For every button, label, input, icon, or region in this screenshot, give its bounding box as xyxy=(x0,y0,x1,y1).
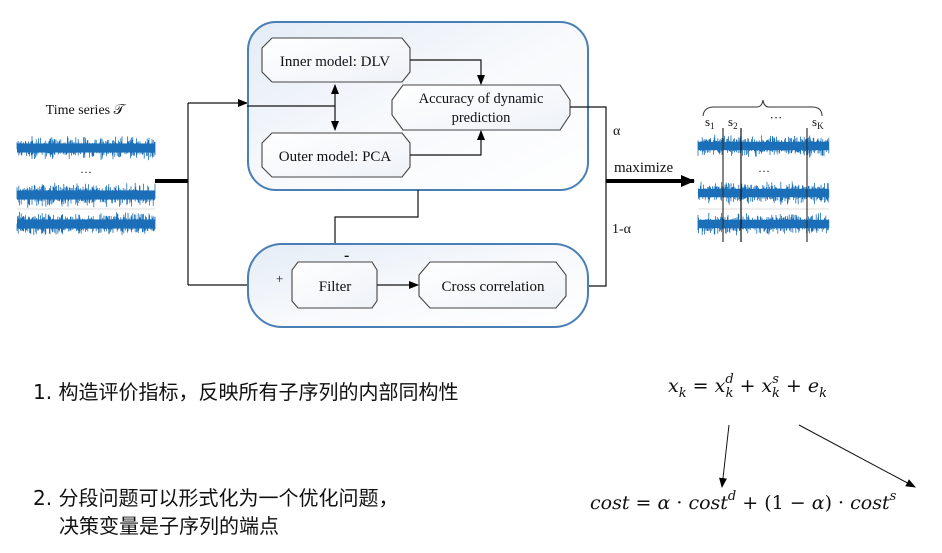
input-signals xyxy=(16,136,156,236)
maximize-label: maximize xyxy=(614,160,673,176)
outer-model-label: Outer model: PCA xyxy=(279,149,392,165)
note-item-2-line1: 2. 分段问题可以形式化为一个优化问题， xyxy=(33,486,398,510)
inner-model-label: Inner model: DLV xyxy=(280,54,390,70)
input-signal-2-core xyxy=(17,190,155,200)
upper-to-filter-arrow xyxy=(331,190,419,258)
output-signal-2-core xyxy=(698,188,829,198)
to-cost-s-arrow xyxy=(798,424,916,488)
input-ellipsis: ··· xyxy=(80,165,92,179)
segment-s1: s1 xyxy=(705,114,715,131)
to-cost-d-arrow xyxy=(719,424,730,488)
note-item-1: 1. 构造评价指标，反映所有子序列的内部同构性 xyxy=(33,380,458,404)
segment-ellipsis: ··· xyxy=(770,110,783,125)
inner-model-box[interactable]: Inner model: DLV xyxy=(261,37,411,83)
alpha-weight: α xyxy=(613,124,621,139)
output-signal-3-core xyxy=(698,219,829,229)
output-signal-1-core xyxy=(698,141,829,151)
cross-correlation-box[interactable]: Cross correlation xyxy=(418,261,567,309)
output-ellipsis: ··· xyxy=(758,164,770,178)
segment-sk: sK xyxy=(812,114,824,131)
cost-equation: cost = α · costd + (1 − α) · costs xyxy=(590,489,897,514)
input-signal-1-core xyxy=(17,143,155,153)
cross-correlation-label: Cross correlation xyxy=(442,279,545,295)
accuracy-label-line2: prediction xyxy=(452,110,512,126)
inner-to-accuracy-arrow xyxy=(410,59,485,85)
input-label: Time series 𝒯 xyxy=(46,103,127,118)
plus-sign: + xyxy=(276,271,283,286)
input-signal-3-core xyxy=(17,219,155,229)
segment-s2: s2 xyxy=(728,114,738,131)
filter-box[interactable]: Filter xyxy=(291,261,378,309)
segments-brace xyxy=(702,99,823,117)
filter-label: Filter xyxy=(319,279,352,295)
accuracy-label-line1: Accuracy of dynamic xyxy=(419,91,544,107)
output-signals xyxy=(697,134,830,236)
one-minus-alpha-weight: 1-α xyxy=(612,222,632,237)
accuracy-box[interactable]: Accuracy of dynamic prediction xyxy=(391,84,571,131)
outer-to-accuracy-arrow xyxy=(410,130,485,156)
note-item-2-line2: 决策变量是子序列的端点 xyxy=(59,514,279,538)
minus-sign: - xyxy=(344,247,349,264)
outer-model-box[interactable]: Outer model: PCA xyxy=(261,132,411,178)
